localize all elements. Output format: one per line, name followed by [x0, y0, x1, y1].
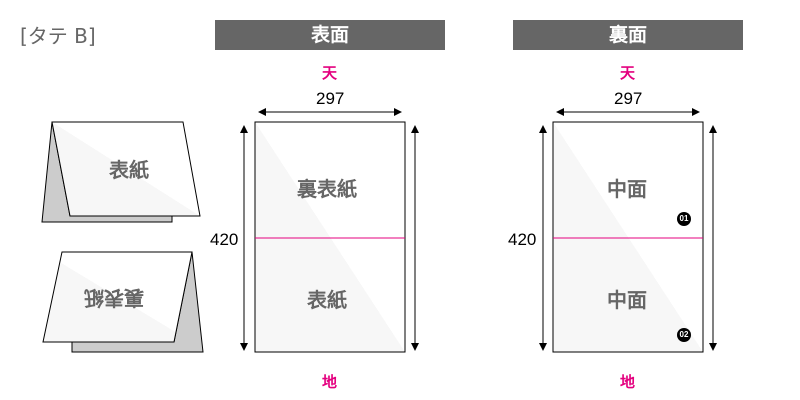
layout-title: [タテ B]: [20, 24, 96, 48]
front-sheet: [254, 121, 406, 353]
tent-upright-label: 表紙: [109, 158, 149, 182]
front-header: 表面: [215, 20, 445, 50]
tent-inverted-label: 裏表紙: [84, 286, 144, 310]
back-top-label: 天: [620, 64, 636, 82]
page-badge-01: 01: [677, 212, 691, 226]
back-bottom-label: 地: [620, 373, 636, 391]
back-upper-label: 中面: [607, 177, 647, 201]
tent-upright: [41, 121, 201, 223]
back-header: 裏面: [513, 20, 743, 50]
front-lower-label: 表紙: [307, 288, 347, 312]
back-height: 420: [508, 230, 537, 249]
page-badge-02: 02: [677, 328, 691, 342]
tent-inverted: [42, 251, 204, 353]
front-height: 420: [210, 230, 239, 249]
back-width: 297: [614, 89, 643, 108]
front-top-label: 天: [322, 64, 338, 82]
back-lower-label: 中面: [607, 288, 647, 312]
back-sheet: [552, 121, 704, 353]
front-upper-label: 裏表紙: [297, 177, 357, 201]
front-bottom-label: 地: [322, 373, 338, 391]
front-width: 297: [316, 89, 345, 108]
